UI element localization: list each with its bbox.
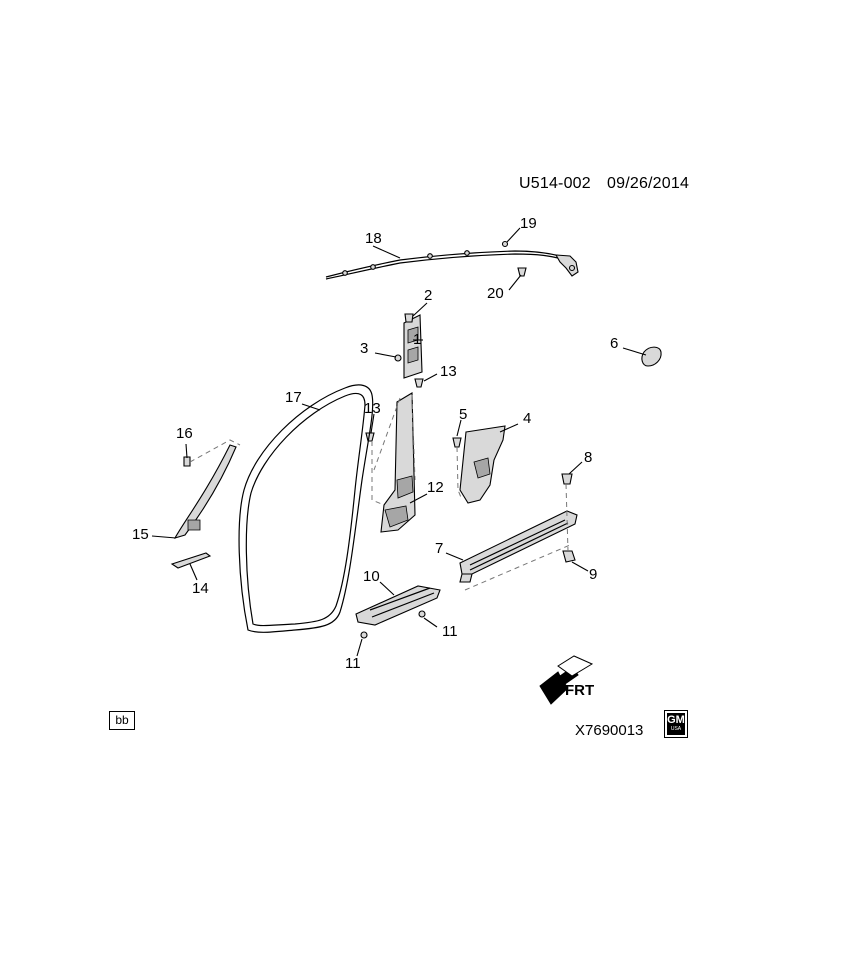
- callout-11-left: 11: [345, 655, 361, 672]
- callout-8: 8: [584, 449, 592, 466]
- leader-lines: [151, 227, 647, 657]
- sill-plate-10: [355, 585, 441, 626]
- clip-5: [452, 437, 462, 448]
- roof-airbag-part: [325, 250, 579, 280]
- a-pillar-trim-15: [173, 444, 237, 539]
- cap-6: [641, 346, 662, 367]
- sill-plate-7: [459, 510, 578, 583]
- callout-2: 2: [424, 287, 432, 304]
- trim-piece-14: [170, 552, 212, 569]
- bolt-11-left: [360, 631, 368, 639]
- clip-2: [404, 313, 414, 323]
- header-date: 09/26/2014: [607, 175, 690, 192]
- callout-13-upper: 13: [440, 363, 457, 380]
- bb-label-box: bb: [109, 711, 135, 730]
- callout-7: 7: [435, 540, 443, 557]
- bolt-19: [501, 240, 509, 248]
- front-arrow-icon: [539, 655, 594, 705]
- callout-12: 12: [427, 479, 444, 496]
- callout-11-right: 11: [442, 623, 458, 640]
- gm-logo: GM USA: [664, 710, 688, 738]
- callout-4: 4: [523, 410, 531, 427]
- header-code: U514-002: [519, 175, 591, 192]
- clip-13-upper: [414, 378, 424, 388]
- callout-16: 16: [176, 425, 193, 442]
- front-label: FRT: [565, 682, 594, 699]
- callout-17: 17: [285, 389, 302, 406]
- clip-16: [183, 456, 191, 467]
- door-weatherstrip-17: [238, 384, 374, 633]
- callout-5: 5: [459, 406, 467, 423]
- trim-panel-4: [459, 425, 506, 504]
- callout-9: 9: [589, 566, 597, 583]
- gm-logo-text: GM: [667, 714, 685, 726]
- callout-19: 19: [520, 215, 537, 232]
- callout-13-lower: 13: [364, 400, 381, 417]
- callout-6: 6: [610, 335, 618, 352]
- upper-pillar-trim-1: [403, 314, 423, 379]
- callout-15: 15: [132, 526, 149, 543]
- gm-logo-subtext: USA: [670, 726, 682, 732]
- callout-18: 18: [365, 230, 382, 247]
- callout-14: 14: [192, 580, 209, 597]
- callout-1: 1: [413, 331, 421, 348]
- bolt-11-right: [418, 610, 426, 618]
- illustration-id: X7690013: [575, 722, 643, 739]
- clip-9: [562, 550, 576, 563]
- callout-20: 20: [487, 285, 504, 302]
- clip-20: [517, 267, 527, 277]
- bolt-3: [394, 354, 402, 362]
- callout-3: 3: [360, 340, 368, 357]
- bolt-8: [561, 473, 573, 485]
- lower-pillar-trim-12: [380, 392, 416, 533]
- callout-10: 10: [363, 568, 380, 585]
